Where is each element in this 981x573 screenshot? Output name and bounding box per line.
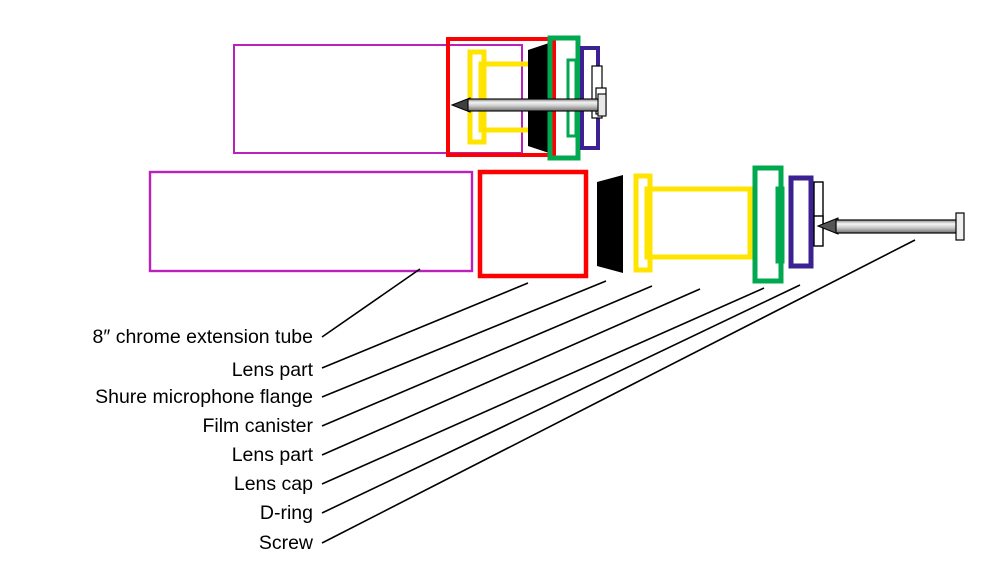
leader-lines — [321, 239, 916, 544]
leader-line-lens-cap — [321, 287, 765, 485]
leader-line-film-canister — [321, 285, 653, 427]
label-screw: Screw — [259, 532, 314, 554]
label-lens-cap: Lens cap — [234, 473, 313, 495]
assembled-view — [233, 35, 607, 161]
label-film-canister: Film canister — [202, 415, 313, 437]
exploded-view — [148, 165, 965, 284]
assembled-screw — [450, 93, 607, 117]
exploded-screw-shaft — [835, 219, 959, 234]
leader-line-lens-part-upper — [321, 282, 529, 369]
assembled-yellow-flange — [467, 49, 487, 145]
label-lens-part-upper: Lens part — [232, 359, 314, 381]
exploded-yellow-body — [644, 186, 753, 260]
assembled-screw-shaft — [467, 98, 601, 112]
exploded-screw — [816, 212, 965, 241]
label-extension-tube: 8″ chrome extension tube — [93, 326, 313, 348]
leader-line-d-ring — [321, 284, 801, 514]
exploded-yellow-flange — [633, 173, 653, 273]
exploded-canister-core — [597, 182, 623, 266]
exploded-lens-cap-inner — [775, 186, 785, 264]
leader-line-lens-part-lower — [321, 288, 701, 456]
label-d-ring: D-ring — [260, 502, 313, 524]
exploded-film-canister — [597, 175, 623, 273]
exploded-screw-head — [955, 212, 965, 241]
exploded-d-ring — [788, 175, 814, 269]
assembled-lens-cap — [547, 35, 581, 161]
label-lens-part-lower: Lens part — [232, 444, 314, 466]
part-labels: 8″ chrome extension tube Lens part Shure… — [93, 326, 314, 554]
exploded-extension-tube — [148, 170, 474, 273]
assembled-lens-part-red — [446, 37, 556, 157]
exploded-d-ring-tab — [813, 215, 824, 247]
exploded-lens-part-red — [477, 169, 589, 279]
assembled-screw-head — [597, 93, 607, 117]
exploded-lens-cap — [752, 165, 784, 284]
exploded-lens-part-yellow — [633, 173, 753, 273]
leader-line-shure-flange — [321, 280, 607, 398]
leader-line-extension-tube — [321, 268, 421, 338]
assembled-lens-cap-inner — [566, 58, 578, 138]
leader-line-screw — [321, 239, 916, 544]
label-shure-microphone-flange: Shure microphone flange — [95, 386, 313, 408]
